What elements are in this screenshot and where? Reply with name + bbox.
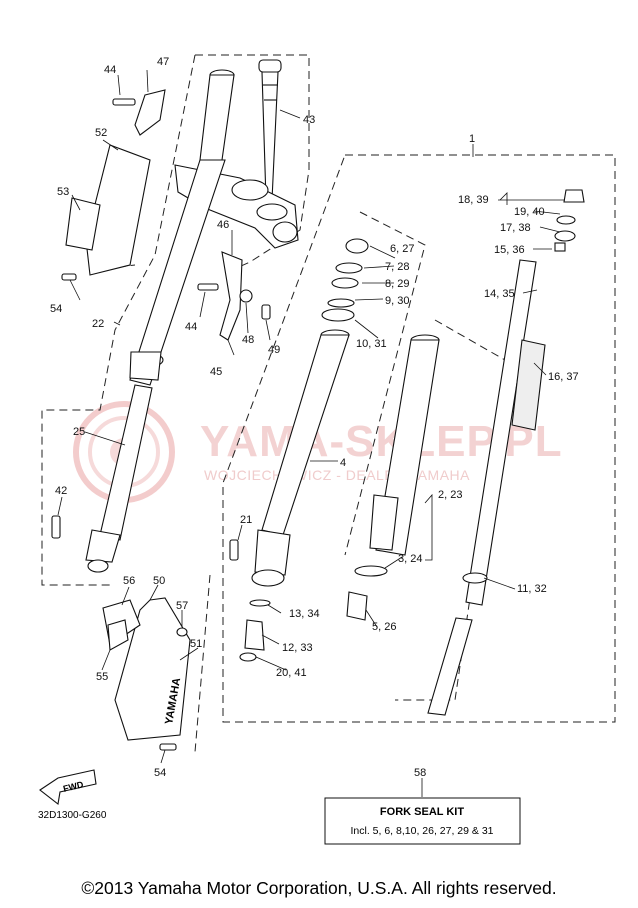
callout-14-35: 14, 35 — [484, 288, 515, 300]
callout-7-28: 7, 28 — [385, 261, 409, 273]
callout-25: 25 — [73, 426, 85, 438]
callout-51: 51 — [190, 638, 202, 650]
callout-22: 22 — [92, 318, 104, 330]
bolt-44-side — [197, 283, 219, 291]
callout-53: 53 — [57, 186, 69, 198]
callout-47: 47 — [157, 56, 169, 68]
watermark-subtitle: WOJCIECHOWICZ - DEALER YAMAHA — [204, 467, 470, 483]
cap-washer — [554, 230, 576, 242]
copper-washer — [239, 652, 257, 662]
piston-metal — [346, 591, 368, 621]
fwd-label: FWD — [62, 779, 85, 794]
callout-2-23: 2, 23 — [438, 489, 462, 501]
parts — [39, 59, 585, 806]
callout-56: 56 — [123, 575, 135, 587]
callout-49: 49 — [268, 344, 280, 356]
cap-oring — [556, 215, 576, 225]
kit-frame — [324, 797, 521, 845]
damper-rod — [465, 259, 537, 606]
number-plate-sticker — [65, 197, 101, 251]
callout-1: 1 — [469, 133, 475, 145]
bottom-guard-boundary — [194, 574, 211, 753]
callout-8-29: 8, 29 — [385, 278, 409, 290]
callout-54-top: 54 — [50, 303, 62, 315]
callout-44-side: 44 — [185, 321, 197, 333]
bolt-54-top — [61, 273, 77, 281]
callout-58: 58 — [414, 767, 426, 779]
outer-tube-boundary — [41, 54, 196, 586]
damper-rod-ring — [462, 572, 488, 584]
kit-includes: Incl. 5, 6, 8,10, 26, 27, 29 & 31 — [350, 825, 493, 837]
callout-17-38: 17, 38 — [500, 222, 531, 234]
diagram-code: 32D1300-G260 — [38, 810, 107, 821]
callout-4: 4 — [340, 457, 346, 469]
seal-group-boundary — [344, 211, 426, 556]
bolt-42 — [51, 515, 61, 539]
callout-11-32: 11, 32 — [517, 583, 547, 595]
oring-13 — [249, 599, 271, 607]
callout-57: 57 — [176, 600, 188, 612]
inner-tube — [369, 334, 440, 556]
collar-57 — [176, 627, 188, 637]
callouts: 1 18, 39 19, 40 17, 38 15, 36 14, 35 16,… — [50, 56, 579, 779]
bolt-54-bottom — [159, 743, 177, 751]
cable-guide — [219, 251, 243, 341]
callout-9-30: 9, 30 — [385, 295, 409, 307]
callout-15-36: 15, 36 — [494, 244, 525, 256]
cap-bolt — [563, 189, 585, 203]
callout-5-26: 5, 26 — [372, 621, 396, 633]
nut-15 — [554, 242, 566, 252]
callout-10-31: 10, 31 — [356, 338, 387, 350]
callout-54-bottom: 54 — [154, 767, 166, 779]
callout-16-37: 16, 37 — [548, 371, 579, 383]
oil-seal — [345, 238, 369, 254]
callout-3-24: 3, 24 — [398, 553, 422, 565]
bolt-44-top — [112, 98, 136, 106]
callout-20-41: 20, 41 — [276, 667, 307, 679]
bolt-49 — [261, 304, 271, 320]
leader-lines — [57, 69, 565, 797]
fork-seal-kit-box: FORK SEAL KIT Incl. 5, 6, 8,10, 26, 27, … — [324, 797, 521, 845]
kit-title: FORK SEAL KIT — [380, 806, 464, 818]
callout-55: 55 — [96, 671, 108, 683]
callout-42: 42 — [55, 485, 67, 497]
left-lower-tube — [85, 384, 153, 573]
upper-bracket-boundary — [195, 54, 310, 271]
callout-50: 50 — [153, 575, 165, 587]
left-outer-tube — [129, 69, 235, 386]
washer — [327, 298, 355, 308]
callout-12-33: 12, 33 — [282, 642, 313, 654]
callout-21: 21 — [240, 514, 252, 526]
callout-44-top: 44 — [104, 64, 116, 76]
callout-19-40: 19, 40 — [514, 206, 545, 218]
callout-45: 45 — [210, 366, 222, 378]
fwd-arrow-icon — [39, 769, 97, 806]
callout-46: 46 — [217, 219, 229, 231]
cylinder — [427, 617, 473, 716]
protector — [107, 619, 129, 651]
callout-52: 52 — [95, 127, 107, 139]
brake-hose-guide — [134, 89, 166, 136]
damper-spring — [511, 339, 546, 431]
steering-stem — [258, 59, 282, 201]
slide-metal — [354, 565, 388, 577]
dust-seal — [331, 277, 359, 289]
copyright-notice: ©2013 Yamaha Motor Corporation, U.S.A. A… — [81, 878, 557, 898]
clip — [335, 262, 363, 274]
outer-tube — [251, 329, 350, 587]
callout-13-34: 13, 34 — [289, 608, 320, 620]
bolt-21 — [229, 539, 239, 561]
callout-6-27: 6, 27 — [390, 243, 414, 255]
inner-assembly-boundary — [222, 154, 616, 723]
seal-guard — [321, 308, 355, 322]
callout-18-39: 18, 39 — [458, 194, 489, 206]
nut-48 — [239, 289, 253, 303]
base-valve — [244, 619, 265, 651]
callout-48: 48 — [242, 334, 254, 346]
callout-43: 43 — [303, 114, 315, 126]
